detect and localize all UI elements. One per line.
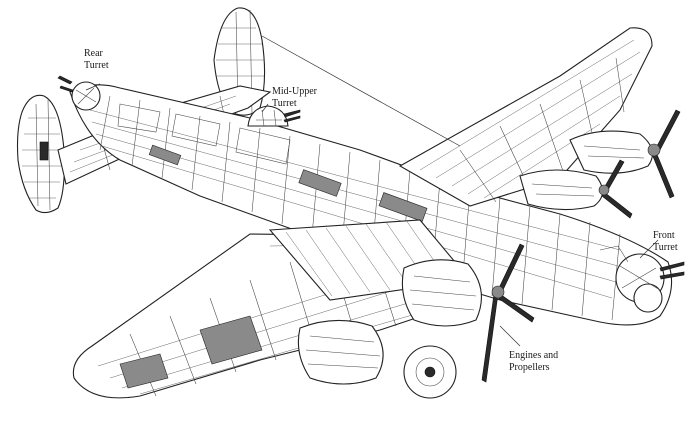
label-mid-upper-turret-line-1: Mid-Upper — [272, 86, 317, 97]
leader-lines — [85, 35, 659, 347]
port-tail-fin — [16, 94, 65, 214]
label-engines-line-1: Engines and — [509, 350, 559, 361]
label-mid-upper-turret: Mid-Upper Turret — [272, 86, 317, 110]
port-engines — [297, 243, 535, 399]
fuselage — [69, 84, 673, 326]
label-engines-line-2: Propellers — [509, 362, 550, 373]
label-mid-upper-turret-line-2: Turret — [272, 98, 297, 109]
label-rear-turret-line-2: Turret — [84, 60, 109, 71]
label-rear-turret-line-1: Rear — [84, 48, 103, 59]
label-front-turret: Front Turret — [653, 230, 678, 254]
mid-upper-turret-graphic — [247, 105, 301, 127]
starboard-engines — [519, 109, 681, 219]
rear-turret-graphic — [57, 75, 101, 111]
label-front-turret-line-1: Front — [653, 230, 675, 241]
label-front-turret-line-2: Turret — [653, 242, 678, 253]
starboard-wing — [398, 27, 653, 207]
label-rear-turret: Rear Turret — [84, 48, 109, 72]
label-engines-and-propellers: Engines and Propellers — [509, 350, 558, 374]
nose-section — [599, 245, 685, 313]
